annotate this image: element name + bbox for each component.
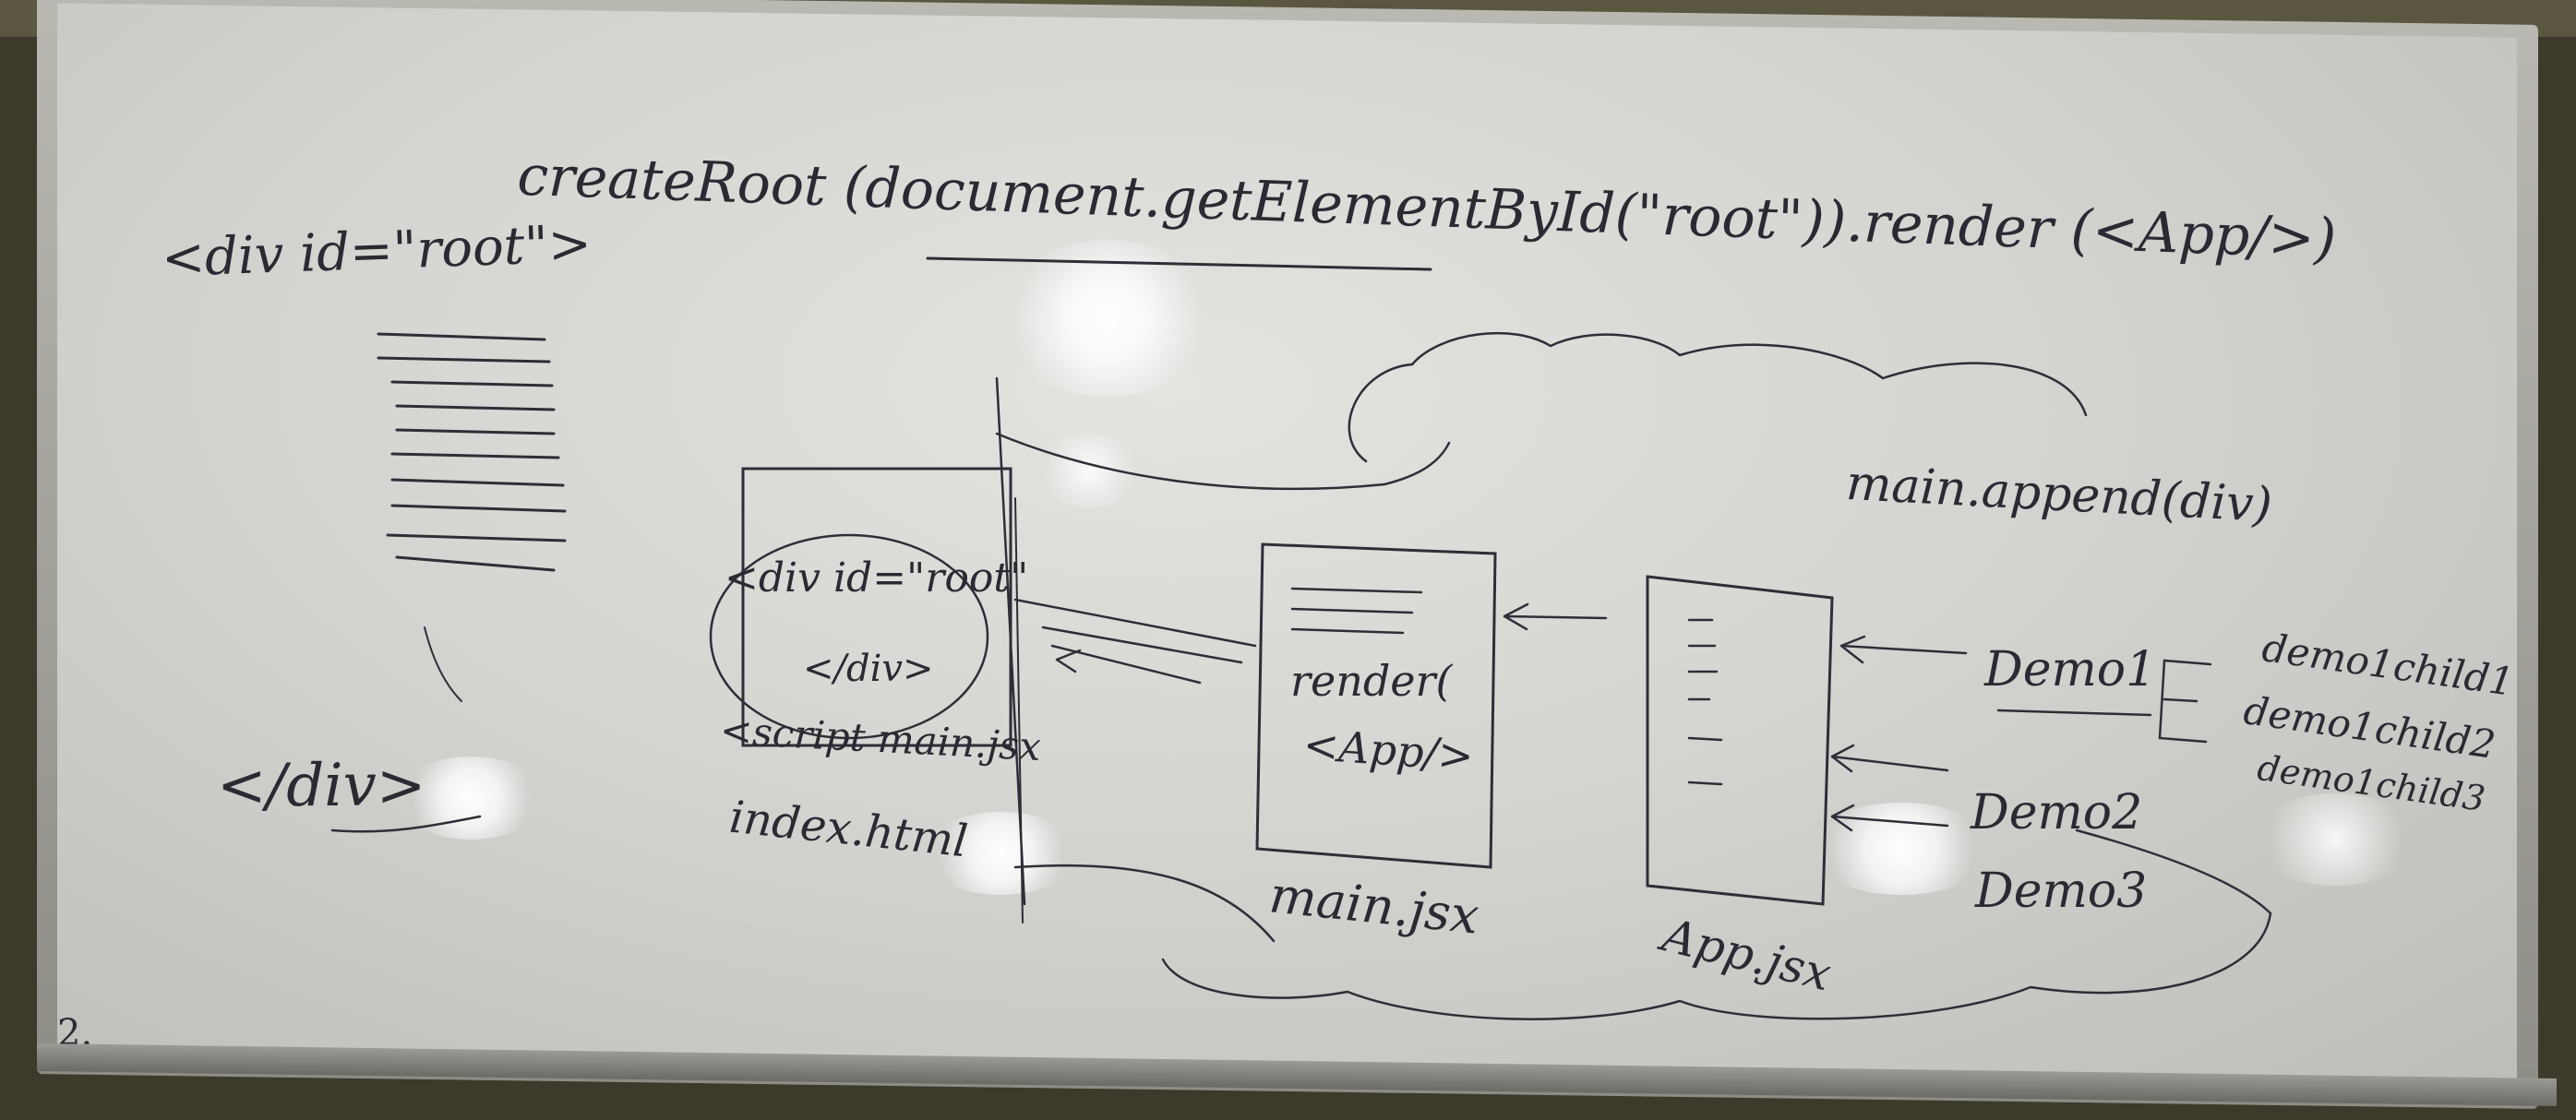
render-text: render( bbox=[1290, 656, 1453, 706]
div-root-open-text: <div id="root"> bbox=[160, 213, 593, 290]
app-tag-text: <App/> bbox=[1301, 719, 1476, 781]
app-jsx-box bbox=[1646, 575, 1834, 906]
dom-lines-left bbox=[377, 332, 567, 572]
root-circle bbox=[709, 533, 989, 740]
component-demo2: Demo2 bbox=[1971, 785, 2143, 840]
index-div-root-text: <div id="root" bbox=[725, 554, 1029, 602]
component-demo3: Demo3 bbox=[1975, 864, 2148, 919]
component-demo1: Demo1 bbox=[1984, 642, 2157, 697]
main-jsx-box bbox=[1255, 542, 1497, 869]
index-html-box bbox=[741, 467, 1012, 747]
index-div-close-text: </div> bbox=[803, 648, 934, 690]
div-close-text: </div> bbox=[217, 752, 426, 820]
